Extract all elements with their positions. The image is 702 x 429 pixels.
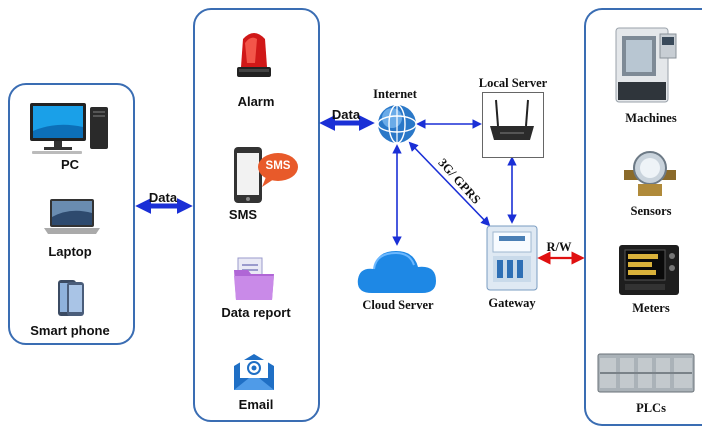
mid-item-label-sms: SMS bbox=[228, 207, 258, 222]
right-item-label-meters: Meters bbox=[632, 301, 670, 315]
desktop-computer-icon bbox=[30, 103, 108, 154]
mid-item-label-datareport: Data report bbox=[221, 305, 291, 320]
right-item-label-sensors: Sensors bbox=[630, 204, 672, 218]
local-server-box bbox=[482, 92, 544, 158]
rw-label: R/W bbox=[546, 240, 572, 254]
gateway-label: Gateway bbox=[488, 296, 536, 310]
cnc-machine-icon bbox=[615, 27, 677, 103]
globe-icon bbox=[377, 104, 417, 144]
internet-gateway-link bbox=[408, 141, 491, 227]
left-item-label-pc: PC bbox=[60, 157, 80, 172]
router-icon bbox=[490, 99, 534, 140]
data-label-mid: Data bbox=[331, 107, 361, 122]
email-icon bbox=[234, 354, 274, 390]
local-server-label: Local Server bbox=[478, 76, 548, 90]
gateway-device-icon bbox=[486, 225, 538, 291]
left-item-label-smartphone: Smart phone bbox=[30, 323, 110, 338]
smartphone-icon bbox=[58, 280, 84, 316]
cloud-server-label: Cloud Server bbox=[362, 298, 434, 312]
right-item-label-machines: Machines bbox=[625, 111, 677, 125]
data-label-left: Data bbox=[148, 190, 178, 205]
mid-item-label-alarm: Alarm bbox=[237, 94, 275, 109]
sms-badge-text: SMS bbox=[265, 160, 291, 172]
right-item-label-plcs: PLCs bbox=[636, 401, 666, 415]
left-item-label-laptop: Laptop bbox=[48, 244, 92, 259]
internet-label: Internet bbox=[373, 87, 417, 101]
power-meter-icon bbox=[619, 245, 679, 295]
cloud-icon bbox=[357, 251, 436, 293]
siren-icon bbox=[237, 33, 271, 77]
folder-report-icon bbox=[234, 257, 274, 300]
plc-icon bbox=[597, 353, 695, 393]
sensor-icon bbox=[624, 151, 676, 196]
mid-item-label-email: Email bbox=[238, 397, 274, 412]
laptop-icon bbox=[44, 199, 100, 234]
sms-phone-icon bbox=[234, 147, 298, 203]
